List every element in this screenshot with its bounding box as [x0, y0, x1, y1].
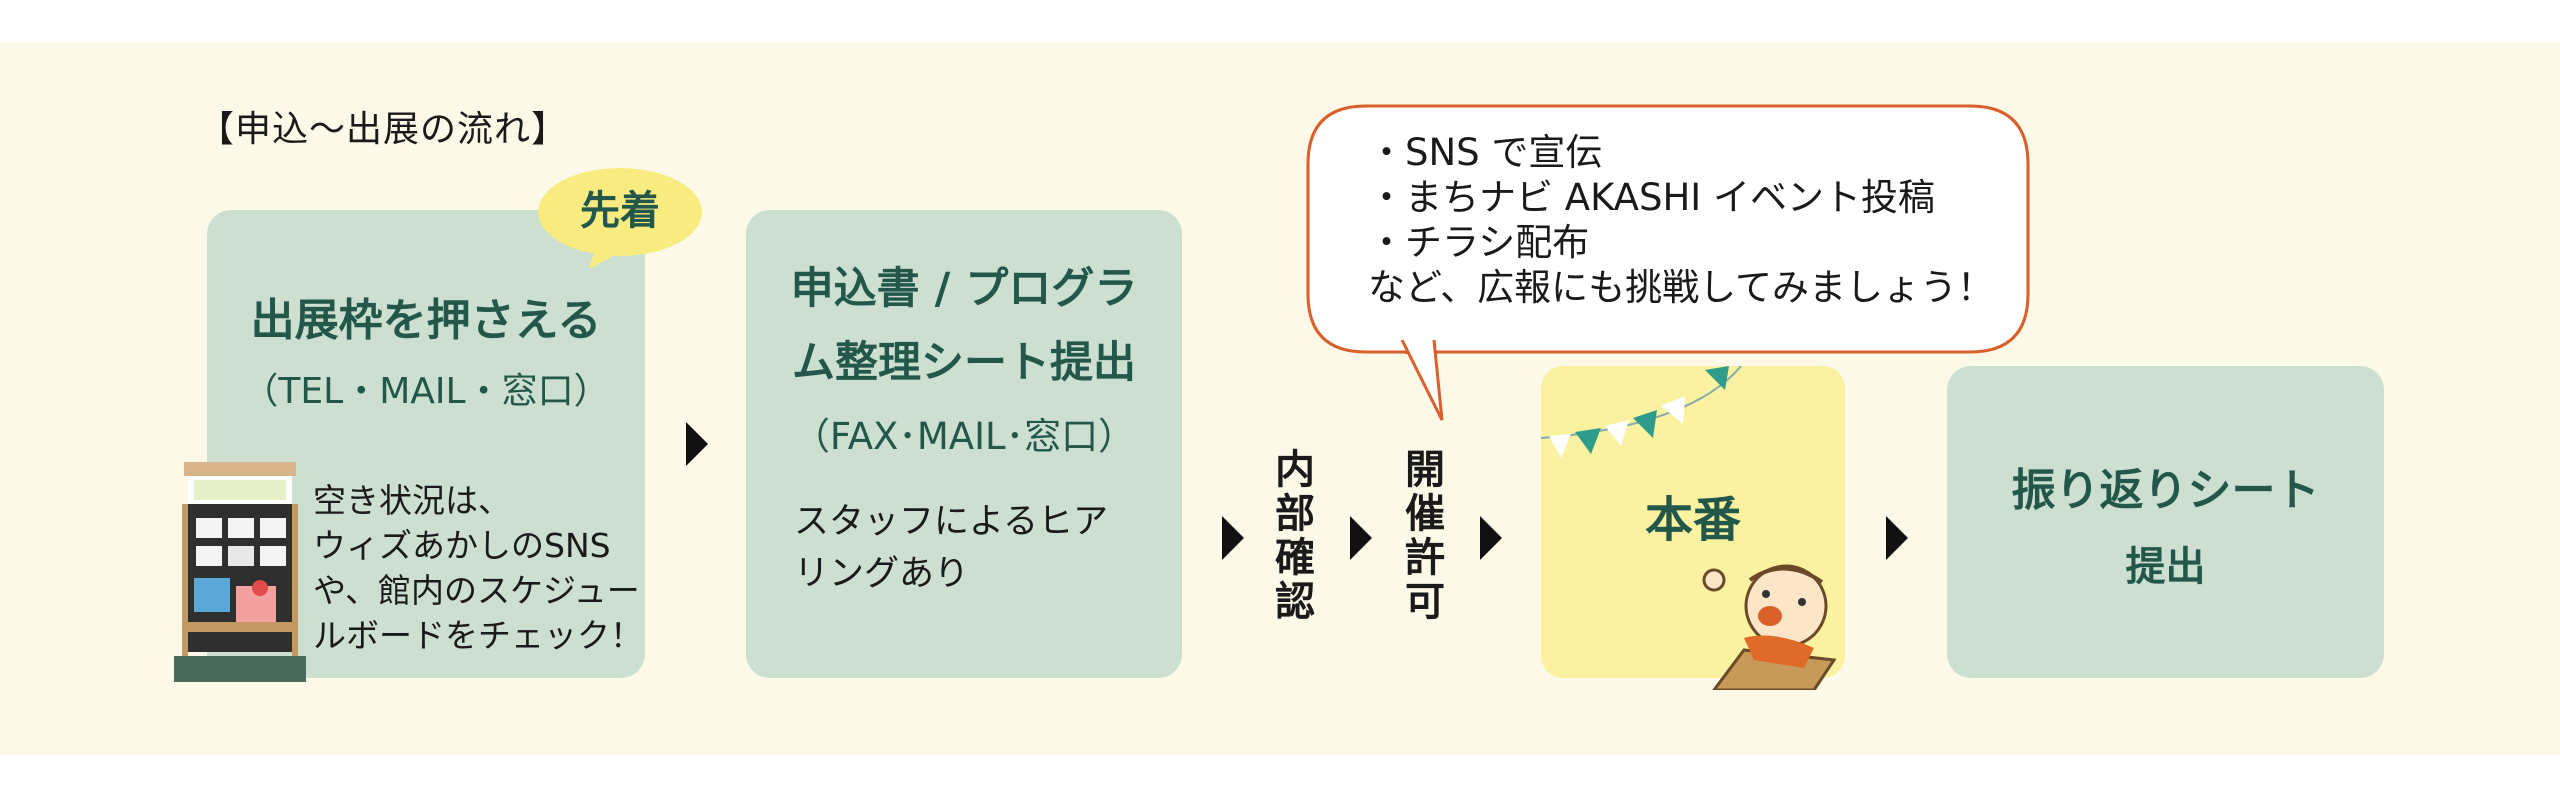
- note-line: スタッフによるヒア: [794, 502, 1108, 542]
- step-internal-check: 内 部 確 認: [1272, 448, 1318, 624]
- arrow-right-icon: [1350, 516, 1372, 560]
- step-application-title-line1: 申込書 / プログラ: [790, 264, 1138, 314]
- note-line: ルボードをチェック！: [313, 616, 643, 655]
- tip-line: ・SNS で宣伝: [1368, 131, 1603, 174]
- page-title: 【申込〜出展の流れ】: [198, 109, 569, 150]
- vertical-char: 内: [1275, 447, 1315, 493]
- step-review-card: 振り返りシート 提出: [1947, 366, 2384, 678]
- vertical-char: 催: [1405, 491, 1445, 537]
- tip-line: ・チラシ配布: [1368, 221, 1590, 264]
- arrow-right-icon: [1222, 516, 1244, 560]
- vertical-char: 認: [1275, 579, 1315, 625]
- schedule-board-photo: [174, 462, 306, 682]
- step-application-note: スタッフによるヒア リングあり: [794, 496, 1108, 600]
- first-come-badge: [538, 168, 702, 268]
- step-application-card: 申込書 / プログラ ム整理シート提出 （FAX･MAIL･窓口） スタッフによ…: [746, 210, 1182, 678]
- vertical-char: 可: [1405, 579, 1445, 625]
- step-reserve-title: 出展枠を押さえる: [250, 295, 602, 346]
- step-event-label: 本番: [1644, 492, 1741, 548]
- step-review-line2: 提出: [2125, 544, 2206, 590]
- step-reserve-note: 空き状況は、 ウィズあかしのSNS や、館内のスケジュー ルボードをチェック！: [313, 478, 643, 658]
- arrow-right-icon: [1480, 516, 1502, 560]
- first-come-label: 先着: [580, 188, 660, 234]
- step-application-title-line2: ム整理シート提出: [792, 338, 1136, 388]
- vertical-char: 部: [1275, 491, 1315, 537]
- tip-line: ・まちナビ AKASHI イベント投稿: [1368, 176, 1935, 219]
- note-line: ウィズあかしのSNS: [313, 526, 611, 565]
- arrow-right-icon: [686, 422, 708, 466]
- promotion-speech-bubble: [1306, 104, 2030, 354]
- step-application-methods: （FAX･MAIL･窓口）: [792, 415, 1136, 458]
- baby-on-swing-icon: [1702, 564, 1837, 690]
- vertical-char: 許: [1405, 535, 1445, 581]
- vertical-char: 確: [1275, 535, 1315, 581]
- tip-line: など、広報にも挑戦してみましょう！: [1368, 266, 1995, 309]
- speech-bubble-tail: [1400, 340, 1444, 421]
- arrow-right-icon: [1886, 516, 1908, 560]
- note-line: リングあり: [794, 554, 970, 594]
- note-line: 空き状況は、: [313, 481, 511, 520]
- vertical-char: 開: [1405, 447, 1445, 493]
- step-permission: 開 催 許 可: [1402, 448, 1448, 624]
- step-reserve-methods: （TEL・MAIL・窓口）: [242, 371, 610, 412]
- step-reserve-card: 出展枠を押さえる （TEL・MAIL・窓口） 空き状況は、 ウィズあかしのSNS…: [207, 210, 645, 678]
- note-line: や、館内のスケジュー: [313, 571, 640, 610]
- step-review-line1: 振り返りシート: [2011, 465, 2320, 516]
- bunting-flags-icon: [1541, 366, 1742, 458]
- promotion-tips: ・SNS で宣伝 ・まちナビ AKASHI イベント投稿 ・チラシ配布 など、広…: [1368, 130, 1994, 310]
